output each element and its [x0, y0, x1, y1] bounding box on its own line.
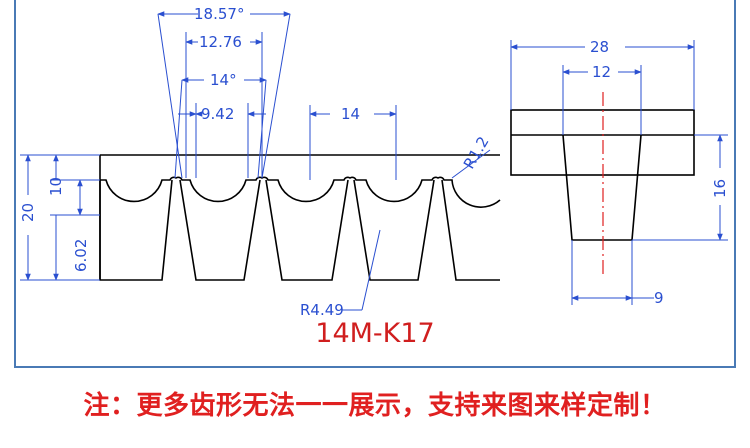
dim-height-total: 20 — [19, 203, 37, 222]
dim-height-lower: 6.02 — [72, 239, 90, 272]
belt-tooth-2 — [179, 179, 261, 281]
profile-dimensions — [20, 11, 491, 311]
belt-tooth-4 — [353, 179, 435, 281]
dim-radius-large: R4.49 — [300, 301, 344, 319]
dim-width-top: 12.76 — [199, 33, 242, 51]
model-caption: 14M-K17 — [315, 318, 435, 349]
dim-section-width-total: 28 — [590, 38, 609, 56]
dim-width-inner: 9.42 — [201, 105, 234, 123]
belt-tooth-5 — [441, 179, 500, 281]
belt-tooth-profile — [100, 176, 501, 208]
dim-radius-small: R1.2 — [460, 133, 493, 172]
belt-profile — [99, 154, 501, 281]
technical-drawing: 18.57° 12.76 14° 9.42 14 R1.2 R4.49 20 1… — [19, 5, 729, 319]
dim-section-offset: 9 — [654, 289, 664, 307]
dim-angle-outer: 18.57° — [194, 5, 244, 23]
dim-pitch: 14 — [341, 105, 360, 123]
section-dimensions — [510, 40, 728, 305]
dim-section-height: 16 — [711, 179, 729, 198]
belt-tooth-3 — [265, 179, 349, 281]
footer-note: 注：更多齿形无法一一展示，支持来图来样定制！ — [83, 391, 667, 421]
section-tooth — [562, 134, 642, 241]
drawing-frame — [14, 0, 736, 368]
dim-angle-inner: 14° — [210, 71, 237, 89]
dim-section-width-tooth: 12 — [592, 63, 611, 81]
dim-height-groove: 10 — [47, 177, 65, 196]
belt-tooth-1 — [99, 179, 173, 281]
